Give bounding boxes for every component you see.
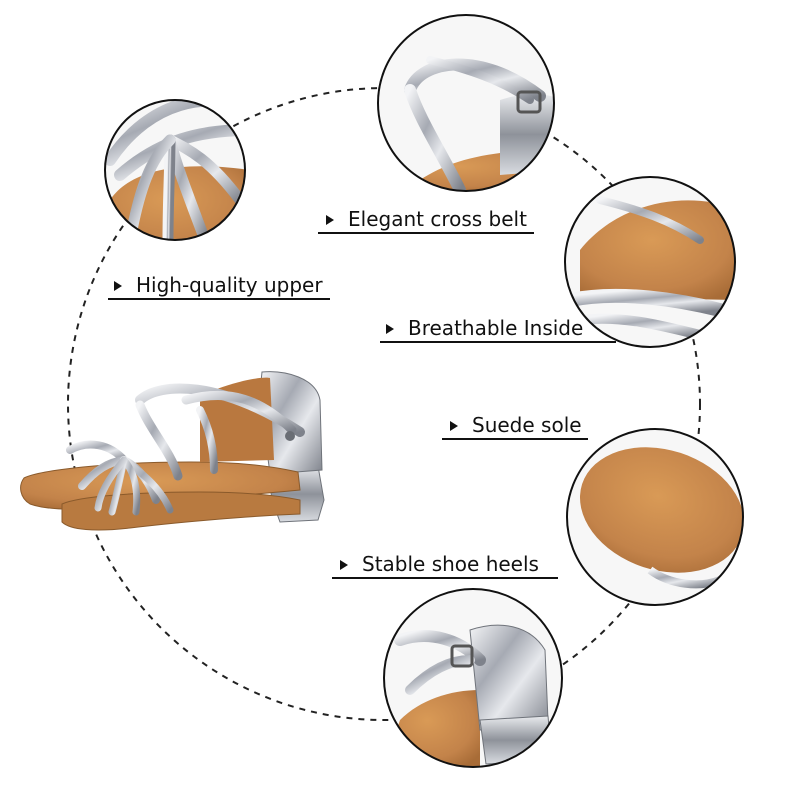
triangle-bullet-icon xyxy=(326,215,334,225)
feature-label-heels: Stable shoe heels xyxy=(332,549,558,579)
detail-upper-photo xyxy=(104,99,246,241)
feature-text-heels: Stable shoe heels xyxy=(362,552,539,576)
detail-heels-photo xyxy=(383,588,563,768)
triangle-bullet-icon xyxy=(386,324,394,334)
feature-label-suede: Suede sole xyxy=(442,410,588,440)
triangle-bullet-icon xyxy=(450,421,458,431)
feature-text-breathable: Breathable Inside xyxy=(408,316,584,340)
detail-breathable-photo xyxy=(564,176,736,348)
main-sandal xyxy=(20,371,325,531)
triangle-bullet-icon xyxy=(114,281,122,291)
feature-label-cross-belt: Elegant cross belt xyxy=(318,204,534,234)
feature-label-breathable: Breathable Inside xyxy=(380,313,616,343)
feature-label-upper: High-quality upper xyxy=(108,270,330,300)
feature-text-upper: High-quality upper xyxy=(136,273,323,297)
feature-text-suede: Suede sole xyxy=(472,413,582,437)
detail-suede-sole-photo xyxy=(566,428,744,606)
feature-text-cross-belt: Elegant cross belt xyxy=(348,207,527,231)
detail-cross-belt-photo xyxy=(377,14,555,192)
triangle-bullet-icon xyxy=(340,560,348,570)
